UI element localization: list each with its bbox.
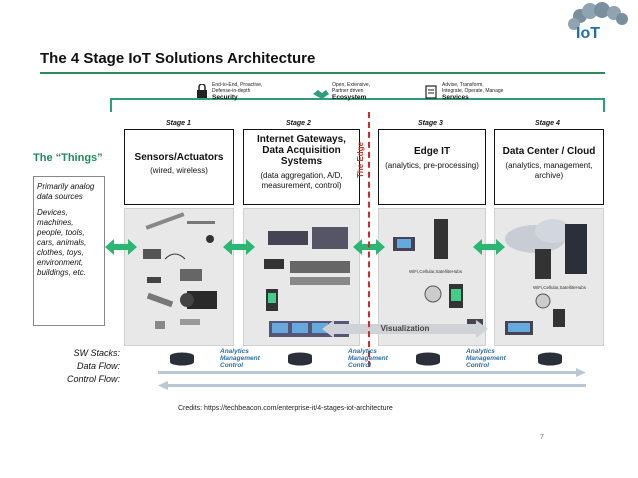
- lock-icon: [197, 84, 207, 98]
- iot-logo: IoT: [568, 2, 628, 42]
- edge-label: The Edge: [356, 141, 365, 178]
- services-label: Services: [442, 94, 469, 101]
- data-flow-label: Data Flow:: [76, 361, 120, 371]
- ecosystem-desc-2: Partner driven: [332, 88, 364, 94]
- amc-control-2: Control: [348, 362, 372, 369]
- arrow-stage1-stage2: [223, 239, 255, 255]
- security-label: Security: [212, 94, 238, 101]
- stage-1-box: Sensors/Actuators (wired, wireless): [124, 129, 234, 205]
- stage-2-box: Internet Gateways, Data Acquisition Syst…: [243, 129, 360, 205]
- ecosystem-label: Ecosystem: [332, 94, 367, 101]
- amc-analytics-3: Analytics: [466, 348, 495, 355]
- sw-stacks-label: SW Stacks:: [73, 348, 120, 358]
- arrow-things-stage1: [105, 239, 137, 255]
- stage-4-heading: Data Center / Cloud: [502, 146, 596, 157]
- stage-3-box: Edge IT (analytics, pre-processing): [378, 129, 486, 205]
- data-flow-arrow: [158, 368, 586, 377]
- amc-analytics-1: Analytics: [220, 348, 249, 355]
- stage-4-sub: (analytics, management, archive): [505, 161, 593, 180]
- security-desc-2: Defense-in-depth: [212, 88, 251, 94]
- stage-4-wifi-label: WiFi,Cellular,SatelliteHubs: [533, 285, 587, 290]
- amc-analytics-2: Analytics: [348, 348, 377, 355]
- stage-3-label: Stage 3: [418, 120, 443, 127]
- things-p2: Devices, machines, people, tools, cars, …: [37, 208, 87, 277]
- security-desc-1: End-to-End, Proactive,: [212, 82, 263, 88]
- services-desc-2: Integrate, Operate, Manage: [442, 88, 504, 94]
- amc-management-3: Management: [466, 355, 506, 362]
- edge-divider: [368, 112, 370, 367]
- document-icon: [425, 85, 437, 99]
- stage-3-wifi-label: WiFi,Cellular,SatelliteHubs: [409, 269, 463, 274]
- handshake-icon: [313, 90, 329, 99]
- control-flow-label: Control Flow:: [66, 374, 120, 384]
- control-flow-arrow: [158, 381, 586, 390]
- stage-1-label: Stage 1: [166, 120, 191, 127]
- services-desc-1: Advise, Transform,: [442, 82, 484, 88]
- amc-stage2: Analytics Management Control: [220, 348, 260, 369]
- stage-4-panel: WiFi,Cellular,SatelliteHubs: [494, 208, 604, 346]
- things-p1: Primarily analog data sources: [37, 182, 95, 201]
- amc-management-1: Management: [220, 355, 260, 362]
- page-number: 7: [540, 434, 544, 441]
- visualization-label: Visualization: [380, 324, 430, 333]
- amc-control-3: Control: [466, 362, 490, 369]
- services-bracket: [110, 98, 605, 112]
- stage-1-sub: (wired, wireless): [150, 166, 208, 175]
- arrow-stage3-stage4: [473, 239, 505, 255]
- stage-2-label: Stage 2: [286, 120, 311, 127]
- things-title: The “Things”: [33, 152, 103, 164]
- storage-disks: [170, 352, 562, 366]
- stage-2-panel: [243, 208, 360, 346]
- page-title: The 4 Stage IoT Solutions Architecture: [40, 50, 316, 67]
- stage-4-label: Stage 4: [535, 120, 560, 127]
- things-box: Primarily analog data sources Devices, m…: [33, 176, 105, 326]
- amc-stage3: Analytics Management Control: [348, 348, 388, 369]
- stage-1-panel: [124, 208, 234, 346]
- stage-2-heading: Internet Gateways, Data Acquisition Syst…: [257, 134, 346, 167]
- stage-2-sub: (data aggregation, A/D, measurement, con…: [260, 171, 343, 190]
- stage-3-sub: (analytics, pre-processing): [385, 161, 479, 170]
- visualization-arrow: [322, 320, 488, 338]
- stage-3-panel: WiFi,Cellular,SatelliteHubs: [378, 208, 486, 346]
- amc-management-2: Management: [348, 355, 388, 362]
- cloud-illustration: [505, 219, 587, 335]
- sensors-illustration: [143, 212, 217, 329]
- stage-3-heading: Edge IT: [413, 146, 451, 157]
- stage-1-heading: Sensors/Actuators: [134, 152, 224, 163]
- amc-stage4: Analytics Management Control: [466, 348, 506, 369]
- credits: Credits: https://techbeacon.com/enterpri…: [178, 405, 393, 412]
- flow-arrows: [158, 368, 586, 390]
- logo-text: IoT: [576, 25, 600, 42]
- stage-4-box: Data Center / Cloud (analytics, manageme…: [494, 129, 604, 205]
- title-rule: [40, 72, 605, 74]
- amc-control-1: Control: [220, 362, 244, 369]
- ecosystem-desc-1: Open, Extensive,: [332, 82, 371, 88]
